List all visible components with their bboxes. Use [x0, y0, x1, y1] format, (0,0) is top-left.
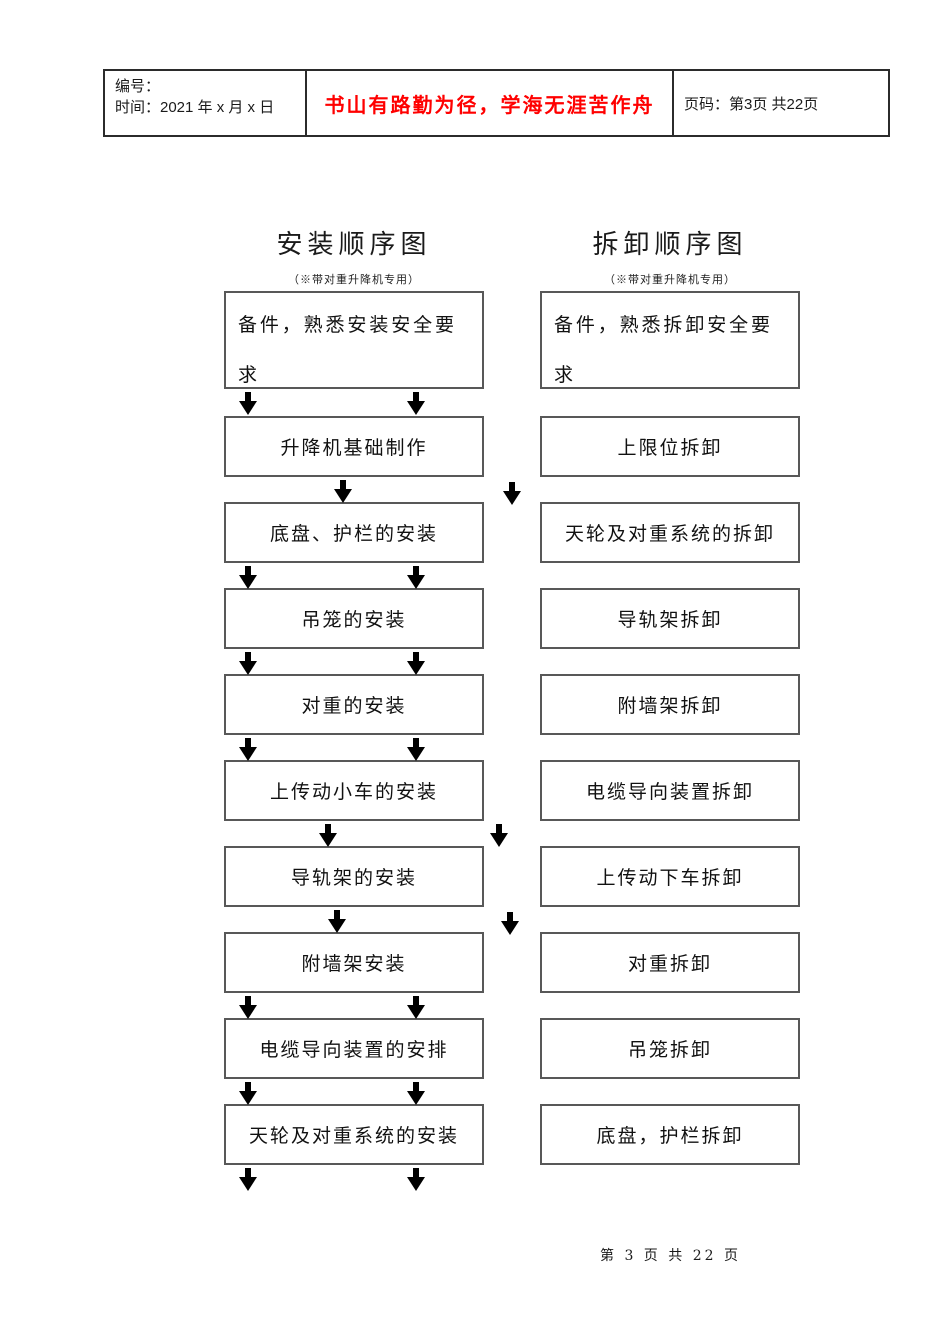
- down-arrow-icon: [407, 1082, 425, 1105]
- down-arrow-icon: [407, 392, 425, 415]
- down-arrow-icon: [407, 652, 425, 675]
- down-arrow-icon: [319, 824, 337, 847]
- install-chart-subtitle: （※带对重升降机专用）: [288, 273, 420, 286]
- header-page-number: 页码：第3页 共22页: [684, 95, 819, 113]
- down-arrow-icon: [239, 1082, 257, 1105]
- flow-step-dismantle-2: 上限位拆卸: [540, 416, 800, 477]
- down-arrow-icon: [407, 996, 425, 1019]
- dismantle-chart-title: 拆卸顺序图: [592, 230, 748, 260]
- down-arrow-icon: [407, 1168, 425, 1191]
- flow-step-install-9: 电缆导向装置的安排: [224, 1018, 484, 1079]
- flow-step-dismantle-4: 导轨架拆卸: [540, 588, 800, 649]
- flow-step-dismantle-7: 上传动下车拆卸: [540, 846, 800, 907]
- flow-step-dismantle-9: 吊笼拆卸: [540, 1018, 800, 1079]
- flow-step-dismantle-1: 备件，熟悉拆卸安全要求: [540, 291, 800, 389]
- flow-step-dismantle-6: 电缆导向装置拆卸: [540, 760, 800, 821]
- down-arrow-icon: [239, 566, 257, 589]
- flow-step-dismantle-10: 底盘，护栏拆卸: [540, 1104, 800, 1165]
- page-footer: 第 3 页 共 22 页: [600, 1248, 741, 1264]
- down-arrow-icon: [407, 738, 425, 761]
- doc-number-label: 编号：: [115, 78, 161, 95]
- flow-step-install-7: 导轨架的安装: [224, 846, 484, 907]
- flow-step-dismantle-3: 天轮及对重系统的拆卸: [540, 502, 800, 563]
- down-arrow-icon: [328, 910, 346, 933]
- flow-step-dismantle-5: 附墙架拆卸: [540, 674, 800, 735]
- down-arrow-icon: [239, 392, 257, 415]
- header-motto: 书山有路勤为径，学海无涯苦作舟: [305, 71, 674, 135]
- flow-step-install-5: 对重的安装: [224, 674, 484, 735]
- flow-step-dismantle-8: 对重拆卸: [540, 932, 800, 993]
- down-arrow-icon: [239, 738, 257, 761]
- flow-step-install-6: 上传动小车的安装: [224, 760, 484, 821]
- flow-step-install-1: 备件，熟悉安装安全要求: [224, 291, 484, 389]
- flow-step-install-3: 底盘、护栏的安装: [224, 502, 484, 563]
- flow-step-install-4: 吊笼的安装: [224, 588, 484, 649]
- dismantle-chart-subtitle: （※带对重升降机专用）: [604, 273, 736, 286]
- flow-step-install-2: 升降机基础制作: [224, 416, 484, 477]
- down-arrow-icon: [503, 482, 521, 505]
- down-arrow-icon: [239, 1168, 257, 1191]
- down-arrow-icon: [501, 912, 519, 935]
- down-arrow-icon: [490, 824, 508, 847]
- down-arrow-icon: [239, 652, 257, 675]
- flow-step-install-10: 天轮及对重系统的安装: [224, 1104, 484, 1165]
- down-arrow-icon: [334, 480, 352, 503]
- flow-step-install-8: 附墙架安装: [224, 932, 484, 993]
- header-meta-cell: 编号： 时间：2021 年 x 月 x 日: [105, 71, 305, 135]
- down-arrow-icon: [407, 566, 425, 589]
- down-arrow-icon: [239, 996, 257, 1019]
- header-table: 编号： 时间：2021 年 x 月 x 日 书山有路勤为径，学海无涯苦作舟 页码…: [103, 69, 890, 137]
- doc-time-label: 时间：2021 年 x 月 x 日: [115, 99, 275, 116]
- install-chart-title: 安装顺序图: [276, 230, 432, 260]
